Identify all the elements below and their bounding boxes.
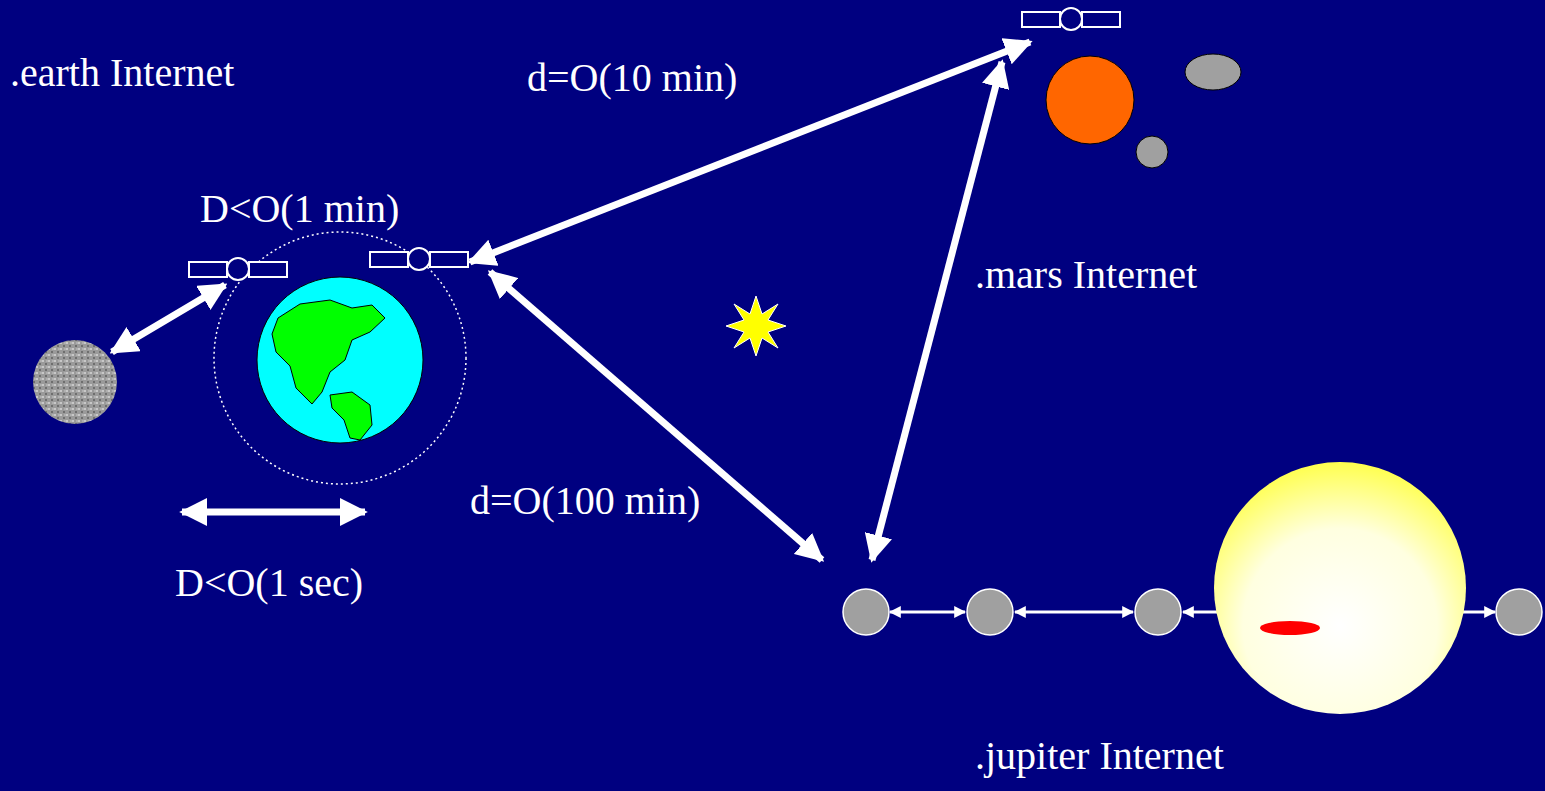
delay-label: D<O(1 sec) [171, 560, 367, 606]
sun [726, 296, 786, 356]
mars [1046, 56, 1134, 144]
continent [272, 300, 385, 404]
earth-span [182, 509, 365, 516]
red-spot [1260, 621, 1320, 635]
orbit [214, 232, 466, 484]
continent [330, 392, 372, 440]
delay-label: D<O(1 min) [196, 186, 403, 232]
satellite [189, 258, 287, 280]
mars-moon [1136, 136, 1168, 168]
network-name: .jupiter Internet [971, 733, 1228, 779]
earth [257, 277, 423, 443]
satellite [370, 248, 468, 270]
delay-label: d=O(100 min) [466, 478, 704, 524]
moon-link [112, 285, 225, 352]
moon [33, 340, 117, 424]
satellite [1022, 8, 1120, 30]
delay-label: d=O(10 min) [523, 55, 741, 101]
jupiter-moon [843, 589, 1542, 635]
network-name: .earth Internet [6, 50, 238, 96]
mars-moon [1185, 54, 1241, 90]
earth-mars-link [470, 42, 1030, 262]
mars-jupiter-link [872, 62, 1002, 560]
links [112, 42, 1030, 560]
network-name: .mars Internet [971, 252, 1201, 298]
jupiter [1214, 462, 1466, 714]
